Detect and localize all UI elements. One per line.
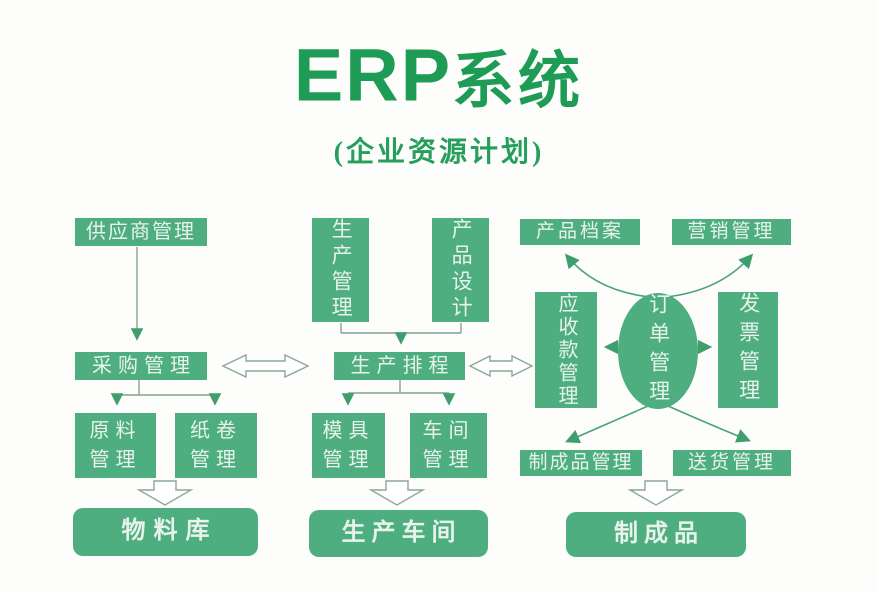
node-workshop-label: 车间管理	[422, 419, 475, 471]
node-paper-roll-label: 纸卷管理	[190, 419, 242, 471]
node-raw-material-management: 原料管理	[75, 413, 156, 478]
node-production-management-label: 生产管理	[329, 218, 354, 322]
node-raw-material-label: 原料管理	[89, 419, 142, 471]
block-arrow-to-production-workshop	[368, 480, 426, 506]
node-production-workshop-label: 生产车间	[341, 519, 462, 546]
node-product-design-label: 产品设计	[449, 218, 474, 322]
title-suffix: 系统	[452, 48, 585, 116]
page-title: ERP系统	[294, 30, 584, 120]
node-marketing-management: 营销管理	[672, 219, 791, 245]
node-delivery-label: 送货管理	[687, 451, 776, 473]
title-erp: ERP	[293, 33, 453, 117]
node-material-store-label: 物料库	[121, 518, 218, 545]
double-arrow-schedule-receivables	[468, 354, 534, 378]
node-purchasing-label: 采购管理	[92, 355, 196, 377]
node-mold-label: 模具管理	[322, 419, 375, 471]
curve-order-to-delivery	[667, 405, 751, 443]
node-paper-roll-management: 纸卷管理	[175, 413, 257, 478]
node-mold-management: 模具管理	[312, 413, 385, 478]
node-material-store: 物料库	[73, 508, 258, 556]
node-supplier-management: 供应商管理	[75, 218, 207, 246]
node-workshop-management: 车间管理	[410, 413, 487, 478]
node-supplier-label: 供应商管理	[86, 221, 196, 243]
node-finished-goods: 制成品	[566, 512, 746, 557]
node-production-schedule-label: 生产排程	[350, 355, 455, 377]
curve-order-to-finished-mgmt	[565, 405, 649, 444]
curve-order-to-product-archive	[564, 253, 651, 298]
bracket-purchasing-split	[117, 380, 215, 396]
node-production-management: 生产管理	[312, 218, 369, 322]
node-production-workshop: 生产车间	[309, 510, 488, 557]
node-finished-product-management: 制成品管理	[520, 450, 642, 476]
bracket-schedule-split	[348, 380, 449, 394]
node-product-design: 产品设计	[432, 218, 489, 322]
double-arrow-purchasing-schedule	[221, 353, 310, 379]
curve-order-to-marketing	[665, 253, 754, 298]
block-arrow-to-material-store	[136, 480, 194, 506]
node-delivery-management: 送货管理	[673, 450, 791, 476]
node-order-management-label: 订单管理	[646, 293, 671, 409]
node-marketing-label: 营销管理	[687, 220, 776, 242]
block-arrow-to-finished-goods	[627, 480, 685, 506]
node-receivables-label: 应收款管理	[555, 292, 577, 408]
node-receivables-management: 应收款管理	[535, 292, 597, 408]
node-invoice-label: 发票管理	[736, 292, 761, 408]
node-invoice-management: 发票管理	[718, 292, 778, 408]
node-order-management: 订单管理	[618, 293, 698, 409]
bracket-production-merge	[340, 323, 462, 334]
node-finished-product-management-label: 制成品管理	[528, 451, 634, 473]
node-product-archive-label: 产品档案	[535, 220, 624, 242]
page-subtitle: (企业资源计划)	[333, 137, 545, 168]
node-finished-goods-label: 制成品	[614, 520, 704, 547]
node-product-archive: 产品档案	[520, 219, 640, 245]
diagram-header: ERP系统 (企业资源计划)	[294, 30, 584, 170]
node-purchasing-management: 采购管理	[75, 352, 207, 380]
node-production-schedule: 生产排程	[334, 352, 465, 380]
